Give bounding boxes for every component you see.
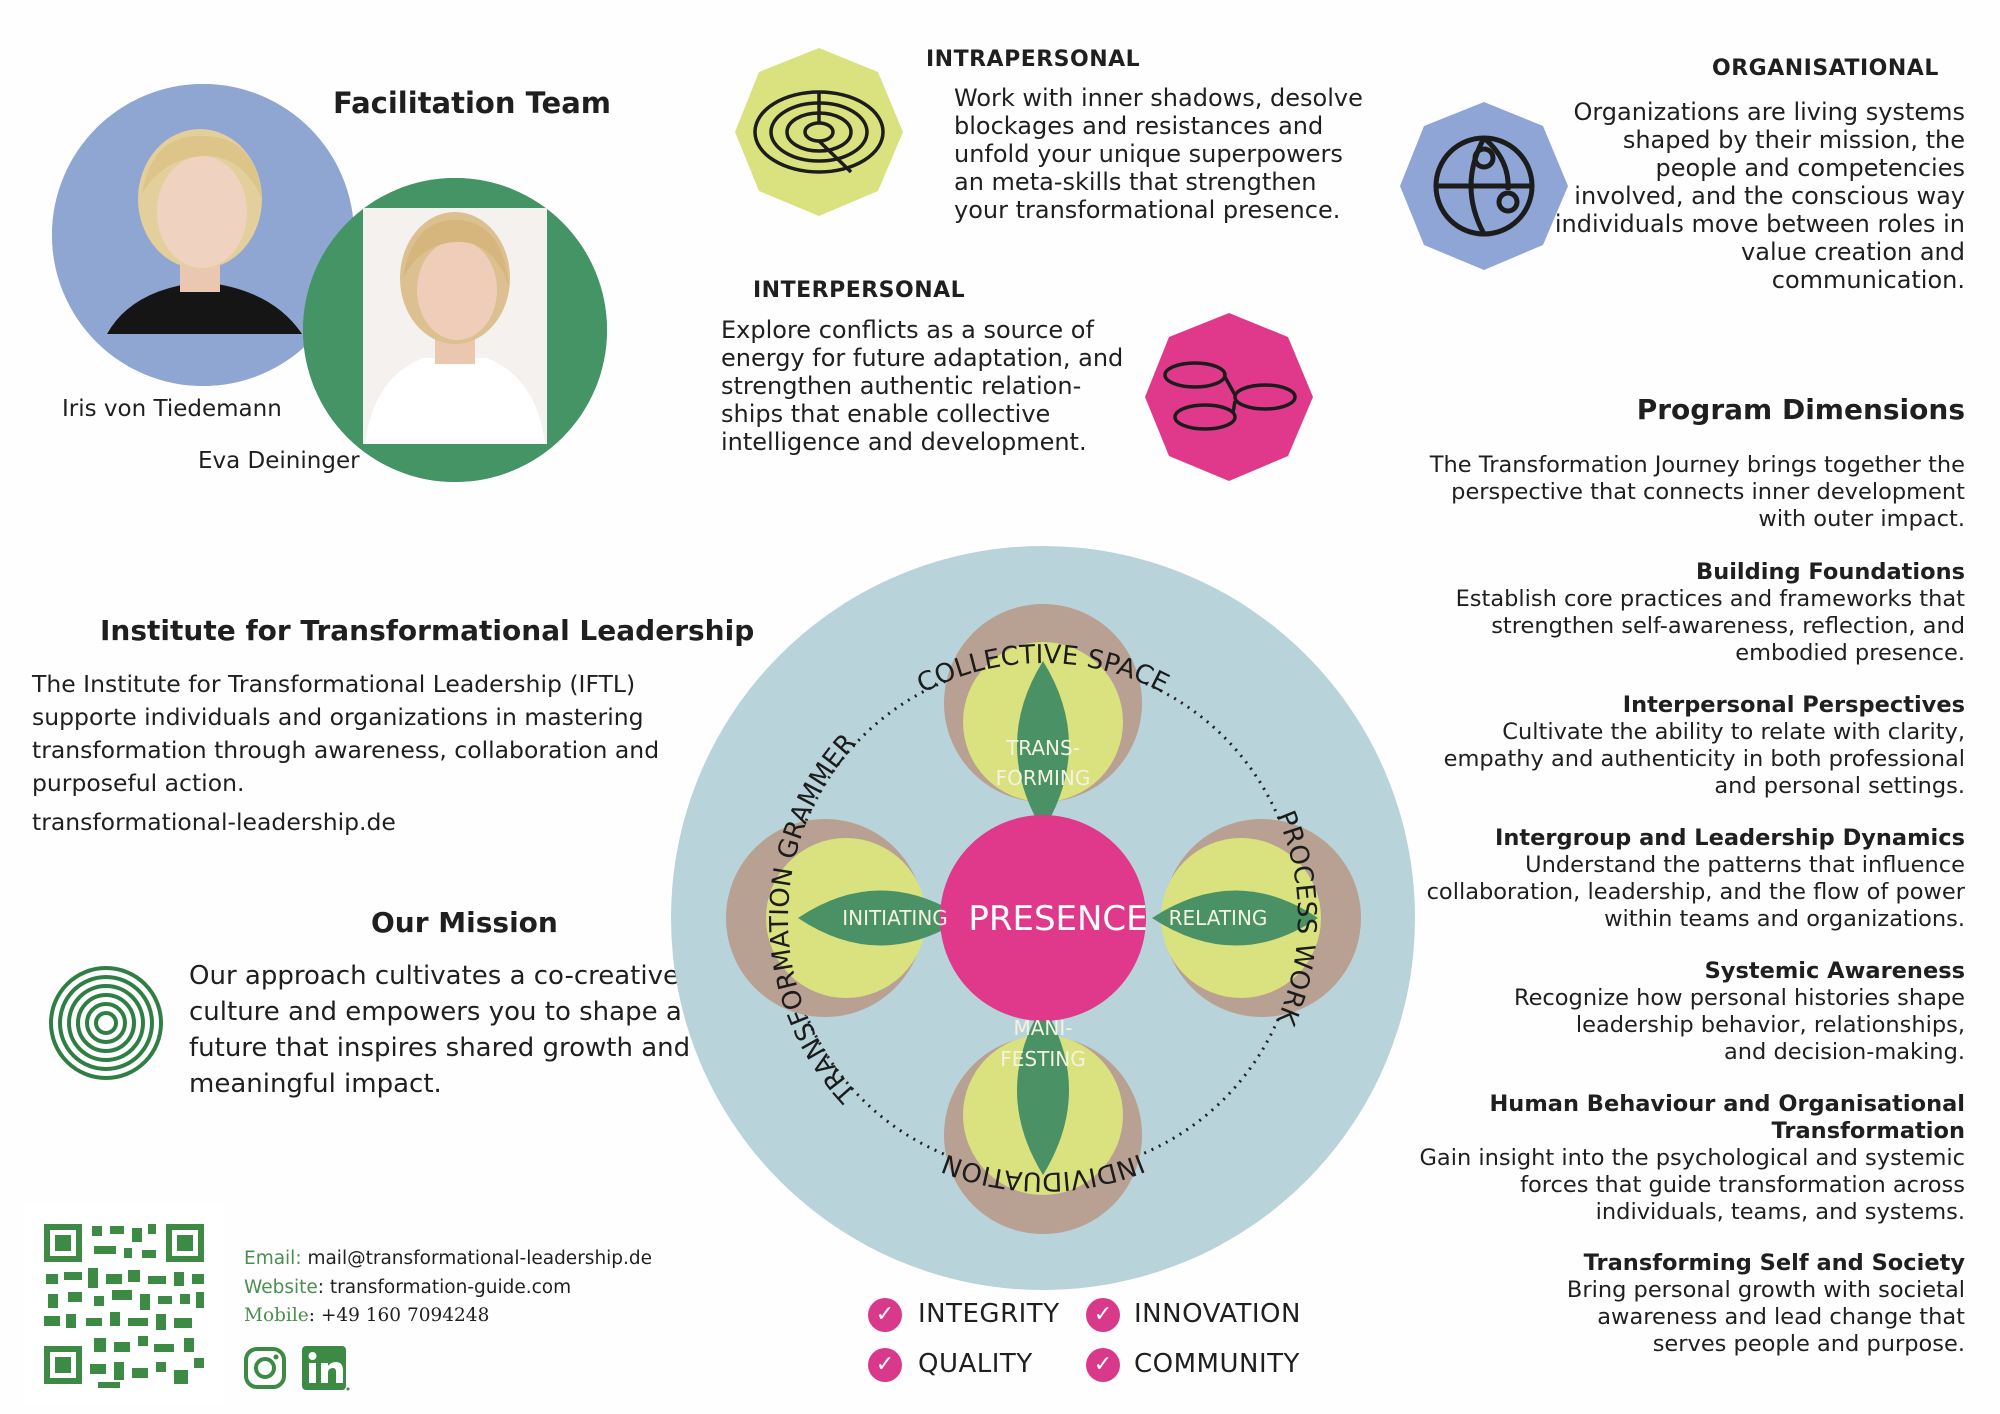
institute-link[interactable]: transformational-leadership.de: [32, 808, 396, 836]
bottom-label-2: FESTING: [1000, 1047, 1085, 1071]
left-label: INITIATING: [842, 906, 948, 930]
petal-left: [726, 819, 964, 1017]
linkedin-icon[interactable]: [302, 1346, 350, 1392]
mission-text: Our approach cultivates a co-creative cu…: [189, 961, 691, 1099]
program-intro: The Transformation Journey brings togeth…: [1429, 452, 1965, 532]
program-item-systemic-awareness: Systemic Awareness Recognize how persona…: [1513, 958, 1965, 1065]
interpersonal-text: Explore conflicts as a source of energy …: [721, 316, 1124, 456]
program-title: Program Dimensions: [1636, 393, 1965, 426]
top-label-1: TRANS-: [1005, 736, 1080, 760]
intrapersonal-text: Work with inner shadows, desolve blockag…: [954, 84, 1363, 224]
top-label-2: FORMING: [996, 766, 1091, 790]
program-item-transforming-self: Transforming Self and Society Bring pers…: [1566, 1250, 1965, 1357]
labyrinth-icon: [735, 48, 903, 216]
check-icon: ✓: [1086, 1298, 1120, 1332]
portrait-iris: [52, 84, 354, 386]
program-item-building-foundations: Building Foundations Establish core prac…: [1455, 559, 1965, 666]
contact-email[interactable]: Email: mail@transformational-leadership.…: [244, 1248, 653, 1269]
check-icon: ✓: [1086, 1348, 1120, 1382]
portrait-eva: [303, 178, 607, 482]
mission-title: Our Mission: [371, 906, 558, 939]
right-label: RELATING: [1169, 906, 1268, 930]
globe-icon: [1400, 102, 1568, 270]
program-item-intergroup-dynamics: Intergroup and Leadership Dynamics Under…: [1426, 825, 1965, 932]
contact-mobile[interactable]: Mobile: +49 160 7094248: [244, 1305, 490, 1326]
value-innovation: INNOVATION: [1134, 1299, 1301, 1329]
concentric-circles-icon: [49, 966, 163, 1080]
intrapersonal-heading: INTRAPERSONAL: [926, 47, 1141, 72]
value-integrity: INTEGRITY: [918, 1299, 1060, 1329]
value-community: COMMUNITY: [1134, 1349, 1300, 1379]
contact-website[interactable]: Website: transformation-guide.com: [244, 1277, 572, 1298]
organisational-text: Organizations are living systems shaped …: [1554, 98, 1965, 294]
program-item-interpersonal-perspectives: Interpersonal Perspectives Cultivate the…: [1443, 692, 1965, 799]
petal-top: [944, 604, 1142, 831]
institute-title: Institute for Transformational Leadershi…: [100, 614, 755, 647]
organisational-heading: ORGANISATIONAL: [1712, 56, 1939, 81]
instagram-icon[interactable]: [243, 1346, 287, 1390]
member-name-eva: Eva Deininger: [198, 448, 360, 474]
team-title: Facilitation Team: [333, 86, 611, 120]
network-icon: [1145, 313, 1313, 481]
institute-text: The Institute for Transformational Leade…: [32, 670, 660, 797]
bottom-label-1: MANI-: [1013, 1016, 1072, 1040]
program-item-human-behaviour: Human Behaviour and Organisational Trans…: [1419, 1091, 1966, 1225]
value-quality: QUALITY: [918, 1349, 1033, 1379]
check-icon: ✓: [868, 1298, 902, 1332]
member-name-iris: Iris von Tiedemann: [62, 396, 282, 422]
center-label: PRESENCE: [968, 899, 1147, 939]
presence-diagram: PRESENCE TRANS- FORMING MANI- FESTING IN…: [671, 546, 1415, 1290]
petal-right: [1152, 819, 1361, 1017]
presence-center: [940, 815, 1146, 1021]
petal-bottom: [944, 1005, 1142, 1234]
check-icon: ✓: [868, 1348, 902, 1382]
interpersonal-heading: INTERPERSONAL: [753, 278, 966, 303]
qr-code[interactable]: [24, 1204, 224, 1404]
